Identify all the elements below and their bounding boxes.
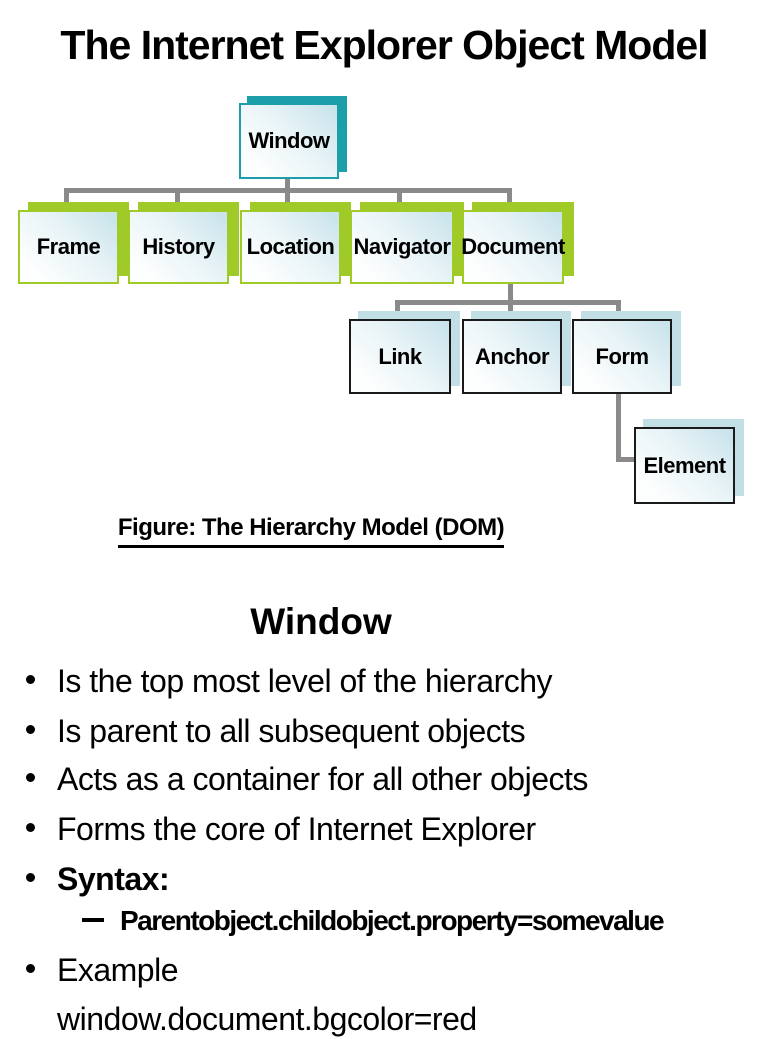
node-link: Link: [349, 319, 451, 394]
syntax-label: Syntax:: [57, 861, 170, 897]
figure-caption-text: Figure: The Hierarchy Model (DOM): [117, 514, 505, 548]
bullet-dot: [26, 725, 35, 734]
connector-row2-horizontal: [64, 188, 512, 193]
connector-navigator-stub: [397, 188, 402, 213]
bullet-dot: [26, 773, 35, 782]
bullet-item: Forms the core of Internet Explorer: [26, 809, 768, 849]
bullet-item-syntax: Syntax:: [26, 859, 768, 899]
bullet-dot: [26, 675, 35, 684]
connector-document-stub: [507, 188, 512, 213]
bullet-item-example: Example: [26, 950, 768, 990]
node-document: Document: [461, 210, 565, 284]
connector-history-stub: [175, 188, 180, 213]
connector-window-down: [285, 173, 290, 213]
connector-form-stub: [616, 300, 621, 322]
bullet-text: Is the top most level of the hierarchy: [57, 663, 553, 699]
dom-hierarchy-diagram: Window Frame History Location Navigator …: [18, 103, 735, 504]
dash-marker: [82, 918, 104, 922]
connector-form-down: [616, 388, 621, 462]
bullet-item: Is parent to all subsequent objects: [26, 711, 768, 751]
node-window: Window: [239, 103, 339, 179]
node-anchor: Anchor: [462, 319, 562, 394]
connector-frame-stub: [64, 188, 69, 213]
node-navigator-label: Navigator: [353, 234, 451, 259]
node-window-label: Window: [248, 128, 330, 153]
bullet-text: Is parent to all subsequent objects: [57, 713, 526, 749]
node-frame-label: Frame: [36, 234, 101, 259]
node-link-label: Link: [378, 343, 422, 369]
bullet-text: Acts as a container for all other object…: [57, 761, 588, 797]
node-location-label: Location: [246, 234, 335, 259]
bullet-text: Forms the core of Internet Explorer: [57, 811, 536, 847]
node-location: Location: [240, 210, 341, 284]
node-navigator: Navigator: [350, 210, 454, 284]
node-element-label: Element: [643, 452, 726, 478]
node-element: Element: [634, 427, 735, 504]
bullet-item: Is the top most level of the hierarchy: [26, 661, 768, 701]
node-anchor-label: Anchor: [475, 343, 550, 369]
connector-link-stub: [395, 300, 400, 322]
syntax-value-text: Parentobject.childobject.property=someva…: [120, 905, 665, 936]
page-title: The Internet Explorer Object Model: [60, 22, 708, 68]
bullet-dot: [26, 964, 35, 973]
bullet-dot: [26, 823, 35, 832]
sub-bullet-syntax-value: Parentobject.childobject.property=someva…: [82, 901, 768, 941]
section-heading: Window: [250, 601, 392, 642]
connector-element-elbow: [616, 457, 638, 462]
bullet-item: Acts as a container for all other object…: [26, 759, 768, 799]
example-code-text: window.document.bgcolor=red: [57, 1001, 477, 1037]
bullet-dot: [26, 873, 35, 882]
node-form: Form: [572, 319, 672, 394]
node-form-label: Form: [595, 343, 650, 369]
example-label: Example: [57, 952, 179, 988]
connector-anchor-stub: [508, 300, 513, 322]
example-code-line: window.document.bgcolor=red: [57, 999, 768, 1039]
node-document-label: Document: [461, 234, 565, 259]
figure-caption: Figure: The Hierarchy Model (DOM): [0, 514, 622, 548]
node-history: History: [128, 210, 229, 284]
connector-document-down: [508, 278, 513, 305]
node-frame: Frame: [18, 210, 119, 284]
node-history-label: History: [142, 234, 215, 259]
